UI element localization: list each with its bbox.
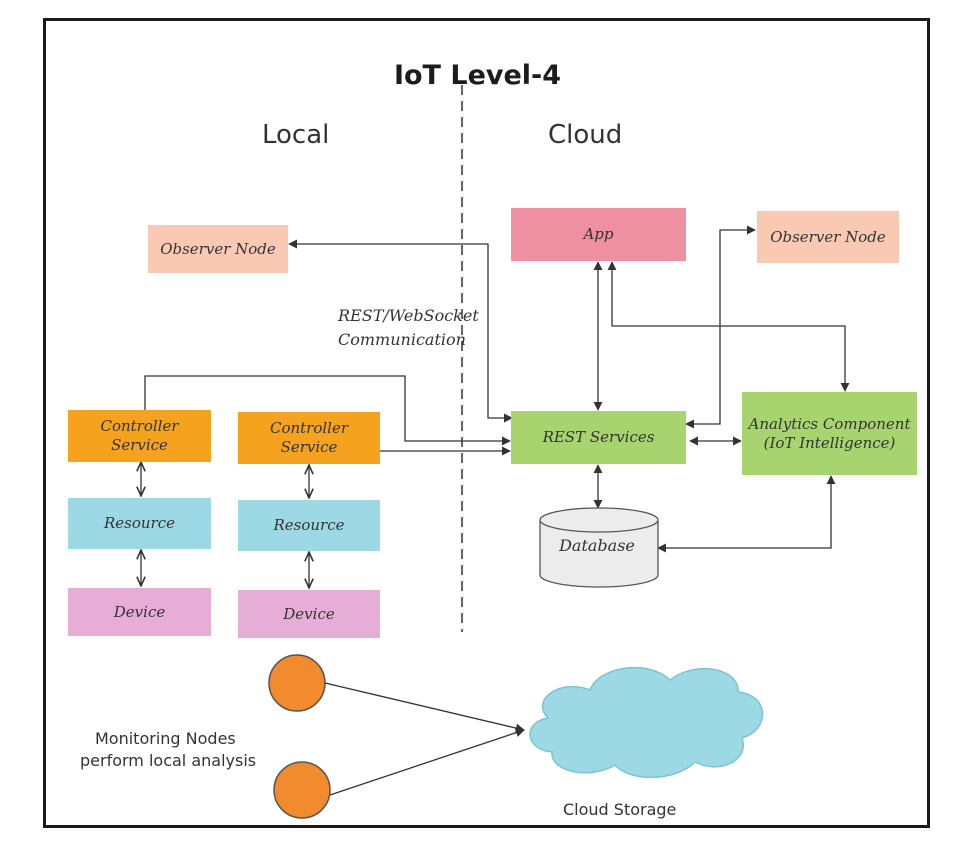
monitoring-node-2-link: [329, 728, 525, 796]
diagram-title: IoT Level-4: [393, 60, 562, 91]
database-cylinder: [539, 507, 659, 588]
controller1-rest-link: [144, 375, 511, 446]
database-label: Database: [559, 536, 635, 555]
cloud-storage-shape: [529, 667, 764, 779]
device-1: Device: [68, 588, 211, 636]
observer-node-local: Observer Node: [148, 225, 288, 273]
observer-local-link: [288, 239, 513, 423]
rest-websocket-label-line2: Communication: [338, 330, 466, 349]
heading-local: Local: [262, 120, 330, 150]
monitoring-node-2: [273, 761, 331, 819]
resource-1: Resource: [68, 498, 211, 549]
monitoring-label-line2: perform local analysis: [80, 751, 257, 770]
resource-2: Resource: [238, 500, 380, 551]
app-box: App: [511, 208, 686, 261]
analytics-component-box: Analytics Component (IoT Intelligence): [742, 392, 917, 475]
monitoring-label-line1: Monitoring Nodes: [95, 729, 236, 748]
heading-cloud: Cloud: [548, 120, 623, 150]
observer-node-cloud: Observer Node: [757, 211, 899, 263]
device-2: Device: [238, 590, 380, 638]
monitoring-node-1: [268, 654, 326, 712]
rest-observer-cloud-link: [685, 225, 756, 429]
database-analytics-link: [657, 475, 836, 553]
controller-service-1: Controller Service: [68, 410, 211, 462]
rest-services-box: REST Services: [511, 411, 686, 464]
monitoring-node-1-link: [324, 682, 525, 733]
app-analytics-link: [607, 261, 850, 392]
cloud-storage-label: Cloud Storage: [563, 800, 677, 819]
rest-websocket-label-line1: REST/WebSocket: [338, 306, 479, 325]
controller-service-2: Controller Service: [238, 412, 380, 464]
